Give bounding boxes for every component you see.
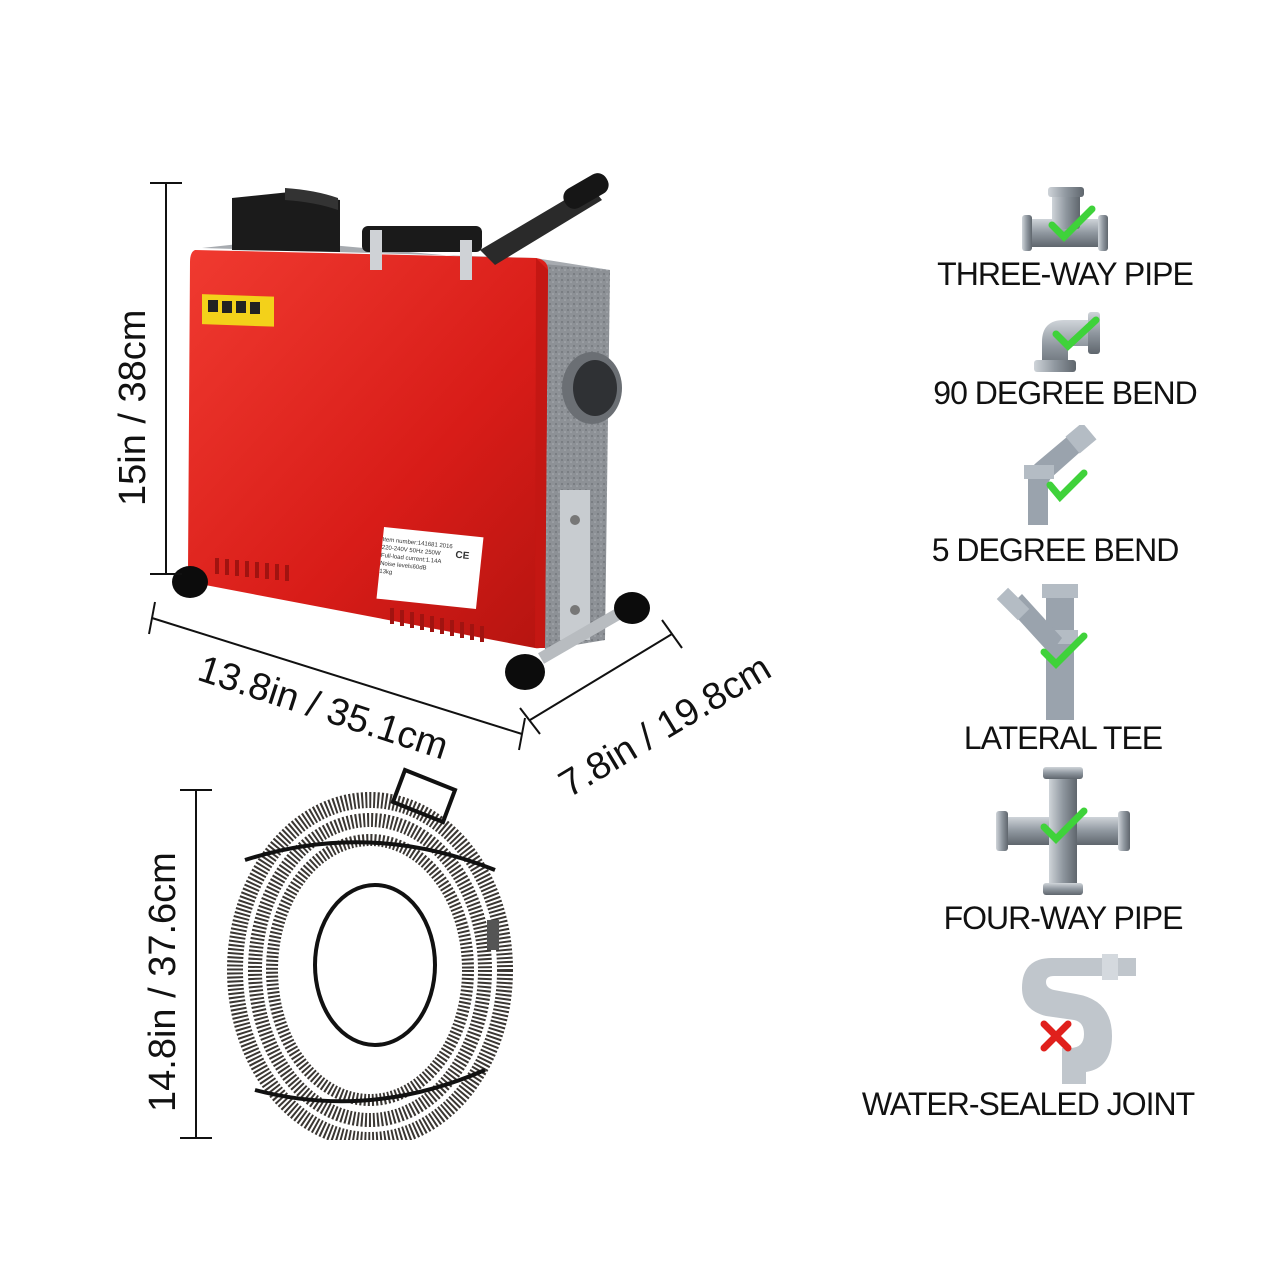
five-degree-bend-icon [1018, 425, 1098, 530]
drain-cleaner-machine [140, 170, 700, 730]
lateral-tee-icon [990, 582, 1100, 722]
cable-height-label: 14.8in / 37.6cm [142, 852, 184, 1112]
pipe-label-four-way: FOUR-WAY PIPE [943, 900, 1184, 936]
pipe-label-three-way: THREE-WAY PIPE [937, 256, 1194, 292]
pipe-label-lateral-tee: LATERAL TEE [963, 720, 1163, 756]
three-way-pipe-icon [1020, 185, 1110, 255]
pipe-label-90-degree: 90 DEGREE BEND [933, 375, 1197, 411]
four-way-pipe-icon [994, 765, 1132, 897]
pipe-label-water-sealed: WATER-SEALED JOINT [861, 1086, 1195, 1122]
spring-cable-coil [225, 760, 515, 1140]
machine-height-label: 15in / 38cm [112, 309, 154, 506]
ninety-degree-bend-icon [1022, 302, 1102, 374]
water-sealed-joint-icon [1012, 948, 1142, 1088]
pipe-label-5-degree: 5 DEGREE BEND [931, 532, 1180, 568]
